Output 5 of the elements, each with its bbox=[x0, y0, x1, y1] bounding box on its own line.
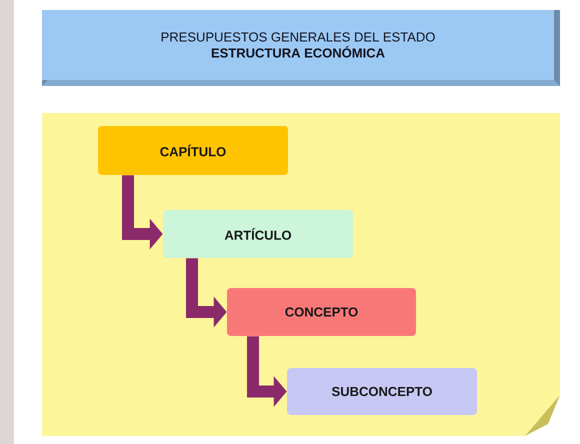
level-box: ARTÍCULO bbox=[163, 210, 353, 258]
level-box: CAPÍTULO bbox=[98, 126, 288, 175]
title-banner: PRESUPUESTOS GENERALES DEL ESTADO ESTRUCTURA ECONÓMICA bbox=[42, 10, 560, 86]
level-box: SUBCONCEPTO bbox=[287, 368, 477, 415]
level-box: CONCEPTO bbox=[227, 288, 416, 336]
